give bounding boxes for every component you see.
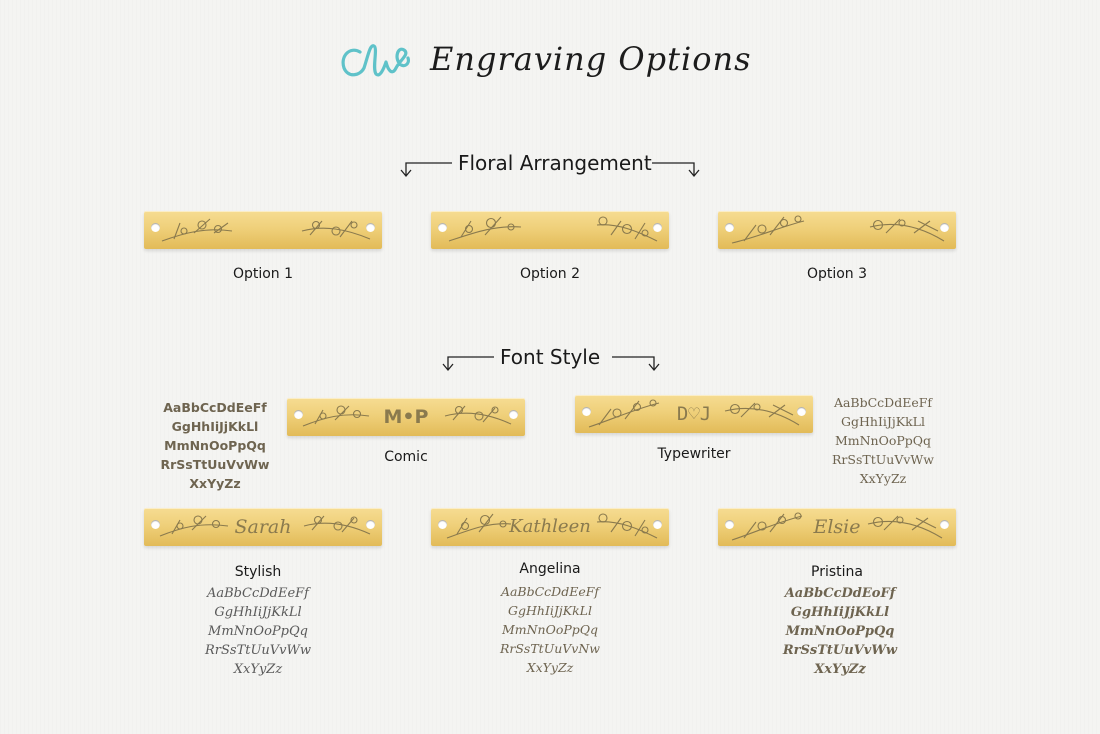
font-bar-typewriter[interactable]: D♡J xyxy=(575,395,813,433)
font-bar-pristina[interactable]: Elsie xyxy=(718,508,956,546)
angelina-engraving-text: Kathleen xyxy=(509,516,591,537)
pristina-engraving-text: Elsie xyxy=(813,516,861,538)
arrow-right-down-icon xyxy=(652,162,700,178)
floral-engraving-icon xyxy=(588,399,800,428)
font-bar-angelina[interactable]: Kathleen xyxy=(431,508,669,546)
bar-hole-left xyxy=(582,407,591,416)
typewriter-engraving-text: D♡J xyxy=(676,403,712,425)
comic-font-sample: AaBbCcDdEeFf GgHhIiJjKkLl MmNnOoPpQq RrS… xyxy=(160,400,270,491)
typewriter-font-caption: Typewriter xyxy=(657,446,731,462)
font-bar-comic[interactable]: M•P xyxy=(287,398,525,436)
bar-hole-left xyxy=(725,223,734,232)
angelina-font-sample: AaBbCcDdEeFf GgHhIiJjKkLl MmNnOoPpQq RrS… xyxy=(499,584,601,675)
bar-hole-right xyxy=(940,520,949,529)
font-style-section-label: Font Style xyxy=(500,345,601,369)
typewriter-font-sample: AaBbCcDdEeFf GgHhIiJjKkLl MmNnOoPpQq RrS… xyxy=(832,395,934,486)
bar-hole-left xyxy=(294,410,303,419)
pristina-font-caption: Pristina xyxy=(811,564,863,580)
bar-hole-left xyxy=(438,223,447,232)
floral-bar-option-3[interactable] xyxy=(718,211,956,249)
floral-engraving-icon xyxy=(731,512,943,541)
floral-engraving-icon xyxy=(302,405,512,427)
floral-engraving-icon xyxy=(159,515,371,537)
brand-logo-icon xyxy=(341,44,410,77)
page-title: Engraving Options xyxy=(430,40,752,78)
floral-engraving-icon xyxy=(446,513,658,539)
font-bar-stylish[interactable]: Sarah xyxy=(144,508,382,546)
bar-hole-left xyxy=(151,223,160,232)
floral-option-2-caption: Option 2 xyxy=(519,266,581,282)
floral-engraving-icon xyxy=(731,215,945,244)
stylish-font-caption: Stylish xyxy=(234,564,282,580)
floral-engraving-icon xyxy=(161,218,371,242)
arrow-left-down-icon xyxy=(400,162,452,178)
bar-hole-right xyxy=(940,223,949,232)
floral-bar-option-1[interactable] xyxy=(144,211,382,249)
bar-hole-left xyxy=(725,520,734,529)
bar-hole-right xyxy=(366,520,375,529)
bar-hole-left xyxy=(438,520,447,529)
comic-font-caption: Comic xyxy=(384,449,428,465)
bar-hole-right xyxy=(653,520,662,529)
floral-section-label: Floral Arrangement xyxy=(458,151,652,175)
bar-hole-right xyxy=(797,407,806,416)
floral-bar-option-2[interactable] xyxy=(431,211,669,249)
arrow-right-down-icon xyxy=(612,356,660,372)
stylish-font-sample: AaBbCcDdEeFf GgHhIiJjKkLl MmNnOoPpQq RrS… xyxy=(204,586,312,677)
stylish-engraving-text: Sarah xyxy=(234,516,292,538)
bar-hole-right xyxy=(509,410,518,419)
floral-engraving-icon xyxy=(448,216,658,242)
pristina-font-sample: AaBbCcDdEoFf GgHhIiJjKkLl MmNnOoPpQq RrS… xyxy=(782,586,898,677)
floral-option-3-caption: Option 3 xyxy=(806,266,868,282)
floral-option-1-caption: Option 1 xyxy=(232,266,294,282)
bar-hole-left xyxy=(151,520,160,529)
bar-hole-right xyxy=(653,223,662,232)
bar-hole-right xyxy=(366,223,375,232)
comic-engraving-text: M•P xyxy=(383,406,429,428)
angelina-font-caption: Angelina xyxy=(519,561,581,577)
arrow-left-down-icon xyxy=(442,356,494,372)
